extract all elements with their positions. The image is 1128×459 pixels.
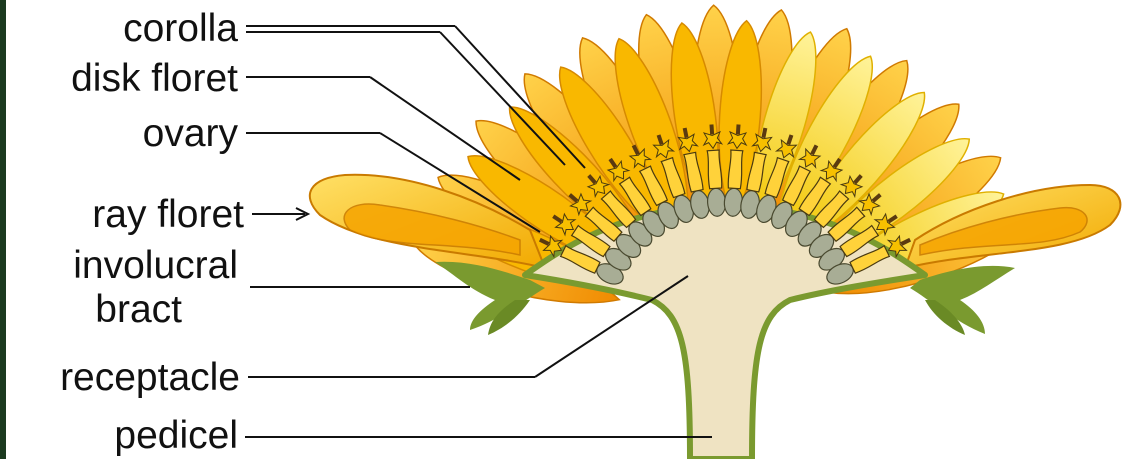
receptacle-label: receptacle xyxy=(0,356,240,400)
corolla-label: corolla xyxy=(70,7,238,51)
ovary-label: ovary xyxy=(70,112,238,156)
disk-floret-label: disk floret xyxy=(0,57,238,101)
pedicel-label: pedicel xyxy=(40,414,238,458)
involucral-label-line2: bract xyxy=(20,288,182,332)
floret-stamen xyxy=(709,124,714,134)
ray-floret-label: ray floret xyxy=(20,193,244,237)
floret-stamen xyxy=(736,124,741,134)
involucral-label-line1: involucral xyxy=(20,244,238,288)
